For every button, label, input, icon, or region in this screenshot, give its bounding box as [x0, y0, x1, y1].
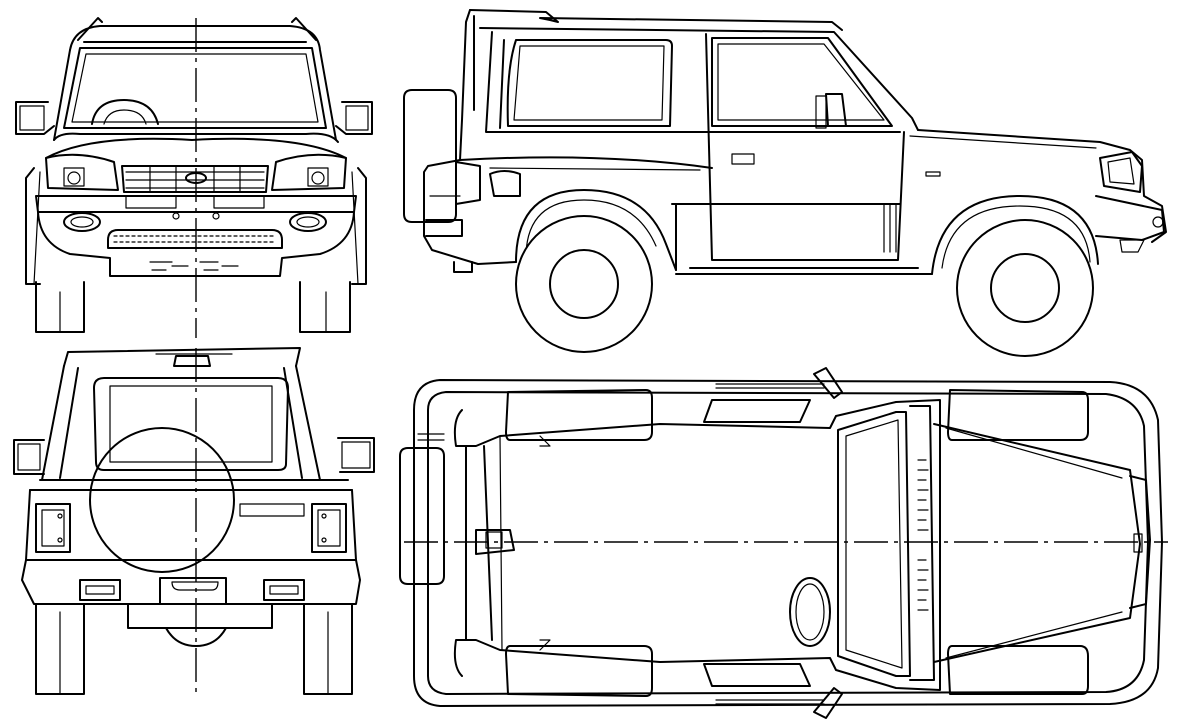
side-view [403, 9, 1167, 357]
top-view [399, 367, 1168, 719]
rear-view [13, 347, 375, 698]
front-view [15, 17, 373, 338]
